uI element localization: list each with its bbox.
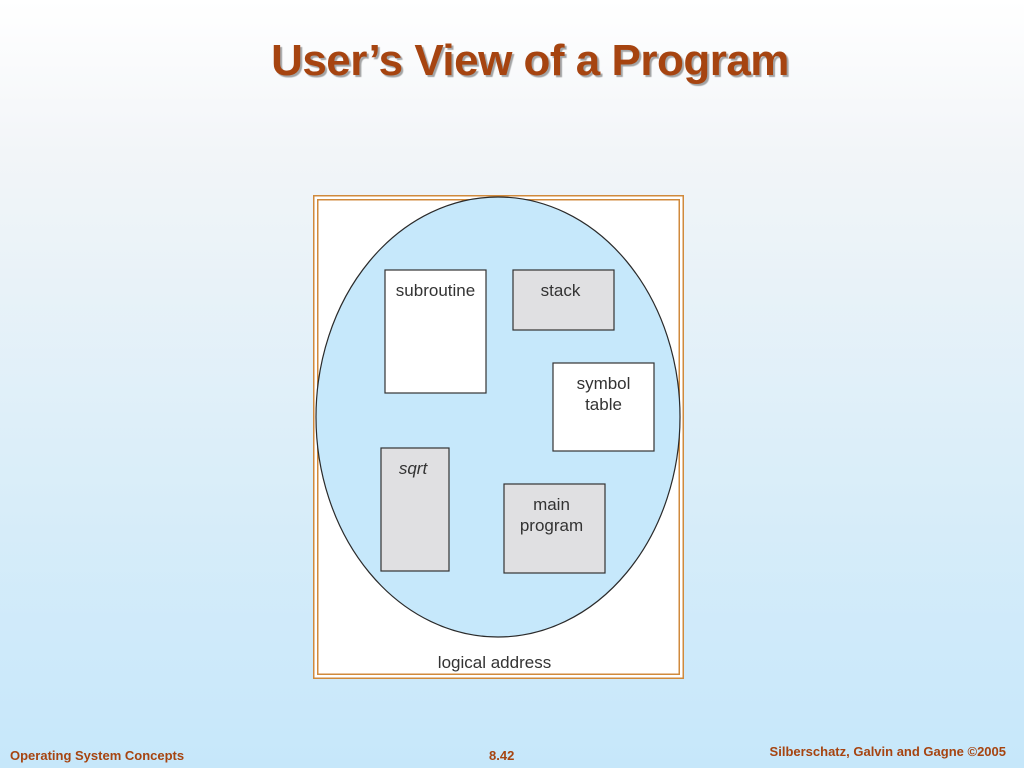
footer-slide-number: 8.42 <box>489 748 515 763</box>
symbol-table-segment <box>552 362 655 452</box>
logical-address-caption: logical address <box>437 653 552 672</box>
main-program-label: main program <box>519 495 584 535</box>
logical-address-diagram: subroutine stack symbol table sqrt main … <box>313 195 684 679</box>
stack-segment <box>512 269 615 331</box>
symbol-table-label: symbol table <box>576 374 631 414</box>
subroutine-label: subroutine <box>395 281 476 300</box>
slide-title: User’s View of a Program <box>271 36 789 85</box>
sqrt-segment <box>380 447 450 572</box>
footer-copyright: Silberschatz, Galvin and Gagne ©2005 <box>769 744 1006 759</box>
diagram-canvas <box>313 195 684 679</box>
subroutine-segment <box>384 269 487 394</box>
sqrt-label: sqrt <box>398 459 428 478</box>
stack-label: stack <box>540 281 581 300</box>
footer-course-title: Operating System Concepts <box>10 748 185 763</box>
main-program-segment <box>503 483 606 574</box>
